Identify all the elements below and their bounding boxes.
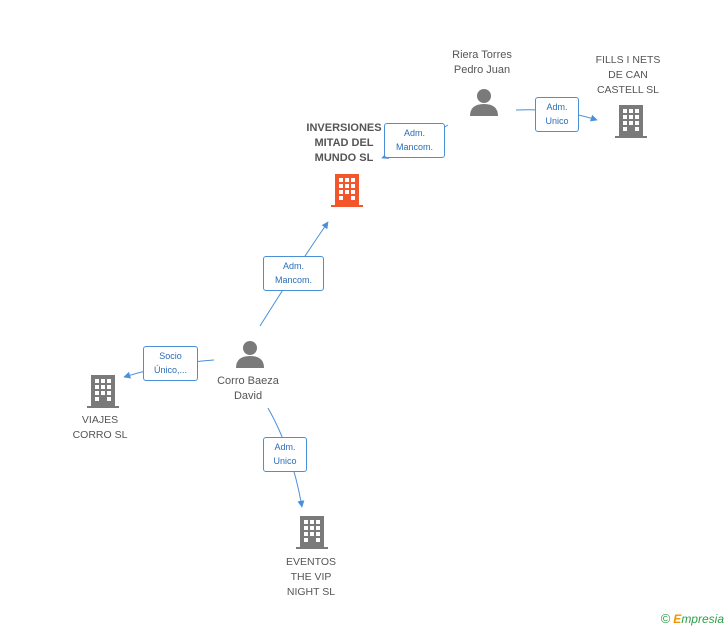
edge-label-line: Unico <box>273 456 297 466</box>
building-icon[interactable] <box>615 104 647 143</box>
edge-label-riera-inversiones: Adm. Mancom. <box>384 123 445 158</box>
building-icon[interactable] <box>331 173 363 212</box>
edge-label-corro-eventos: Adm. Unico <box>263 437 307 472</box>
edge-label-line: Socio <box>159 351 182 361</box>
brand-initial: E <box>673 612 682 626</box>
company-label-inversiones[interactable]: INVERSIONES MITAD DEL MUNDO SL <box>306 122 382 164</box>
person-label-corro[interactable]: Corro Baeza David <box>217 375 279 402</box>
edge-label-line: Adm. <box>282 261 304 271</box>
company-label-eventos[interactable]: EVENTOS THE VIP NIGHT SL <box>286 556 336 598</box>
company-label-viajes[interactable]: VIAJES CORRO SL <box>72 414 128 441</box>
edge-label-line: Unico <box>545 116 569 126</box>
brand-name: mpresia <box>681 612 724 626</box>
person-icon[interactable] <box>470 89 498 116</box>
building-icon[interactable] <box>87 374 119 413</box>
edge-label-riera-fills: Adm. Unico <box>535 97 579 132</box>
edge-label-line: Adm. <box>546 102 568 112</box>
building-icon[interactable] <box>296 515 328 554</box>
edge-label-line: Único,... <box>153 365 187 375</box>
edge-label-corro-inversiones: Adm. Mancom. <box>263 256 324 291</box>
empresia-watermark: ©Empresia <box>661 611 724 626</box>
person-label-riera[interactable]: Riera Torres Pedro Juan <box>452 49 512 76</box>
edge-label-line: Adm. <box>274 442 296 452</box>
company-label-fills[interactable]: FILLS I NETS DE CAN CASTELL SL <box>595 54 661 96</box>
copyright-icon: © <box>660 611 671 626</box>
person-icon[interactable] <box>236 341 264 368</box>
edge-label-line: Mancom. <box>395 142 433 152</box>
edge-label-corro-viajes: Socio Único,... <box>143 346 198 381</box>
edge-label-line: Adm. <box>403 128 425 138</box>
edge-label-line: Mancom. <box>274 275 312 285</box>
